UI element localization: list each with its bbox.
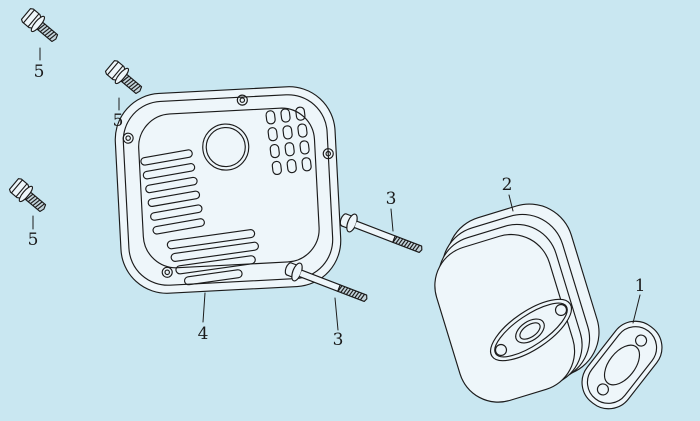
flange-bolt-top — [19, 6, 63, 47]
leader-muffler — [508, 194, 514, 212]
muffler-shell-seams — [434, 203, 600, 403]
muffler-inlet-flange — [490, 298, 572, 362]
part-label-cover: 4 — [198, 324, 209, 344]
exhaust-gasket — [581, 320, 663, 410]
long-bolt-upper — [337, 209, 426, 260]
cover-bottom-slats — [166, 229, 259, 286]
leader-bolt-long-upper — [390, 208, 394, 232]
part-number-labels: 5 5 5 4 3 3 2 1 — [28, 62, 646, 350]
muffler-body — [434, 203, 600, 403]
cover-pilot-hole — [202, 123, 250, 171]
cover-back-wall — [138, 107, 320, 269]
gasket-port-hole — [603, 344, 641, 386]
part-label-bolt-small-top: 5 — [34, 62, 45, 82]
muffler-cover — [114, 86, 342, 294]
cover-rim-inner-edge — [122, 94, 334, 286]
part-label-bolt-long-upper: 3 — [386, 189, 397, 209]
flange-bolt-mid — [103, 58, 147, 99]
muffler-inlet-port — [515, 318, 545, 344]
part-label-bolt-small-bottom: 5 — [28, 230, 39, 250]
gasket-bolt-hole — [635, 334, 648, 347]
part-label-bolt-small-mid: 5 — [113, 111, 124, 131]
leader-gasket — [632, 294, 641, 324]
part-label-bolt-long-lower: 3 — [333, 330, 344, 350]
cover-left-louvers — [140, 149, 205, 235]
diagram-artwork: 5 5 5 4 3 3 2 1 — [7, 6, 663, 410]
gasket-bolt-hole — [596, 383, 609, 396]
leader-lines — [32, 47, 641, 331]
flange-bolt-bottom — [7, 176, 51, 217]
cover-mounting-holes — [122, 94, 334, 278]
leader-bolt-long-lower — [334, 297, 339, 331]
flange-bolt-hole — [494, 343, 508, 357]
leader-cover — [202, 292, 206, 323]
flange-bolt-hole — [554, 303, 568, 317]
part-label-gasket: 1 — [635, 276, 646, 296]
cover-outer-shell — [114, 86, 342, 294]
cover-right-vents — [265, 106, 312, 176]
part-label-muffler: 2 — [502, 175, 513, 195]
